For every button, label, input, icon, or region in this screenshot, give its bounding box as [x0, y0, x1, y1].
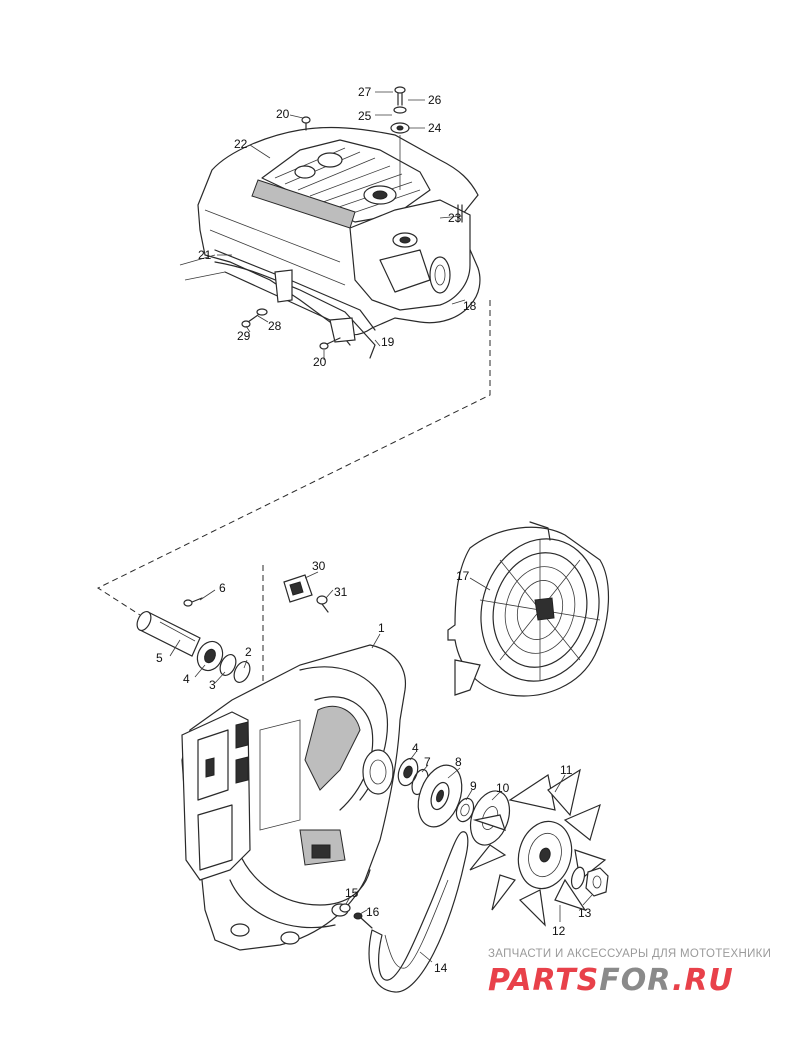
label-4-left: 4	[183, 672, 190, 686]
label-16: 16	[366, 905, 380, 919]
label-12: 12	[552, 924, 566, 938]
label-24: 24	[428, 121, 442, 135]
bolt-16-icon	[353, 912, 373, 929]
shaft-5-icon	[136, 610, 201, 657]
cylinder-head-cover-assembly	[179, 86, 481, 359]
assembly-leader-dashed	[96, 300, 491, 616]
pulley-half-8-icon	[417, 764, 463, 828]
leader-lines	[169, 91, 593, 963]
label-10: 10	[496, 781, 510, 795]
label-14: 14	[434, 961, 448, 975]
clamp-30-icon	[283, 574, 313, 603]
watermark-brand-red: PARTS	[488, 963, 599, 998]
label-19: 19	[381, 335, 395, 349]
watermark-brand: PARTSFOR.RU	[488, 963, 734, 998]
label-22: 22	[234, 137, 248, 151]
label-30: 30	[312, 559, 326, 573]
label-8: 8	[455, 755, 462, 769]
fan-wheel-11	[469, 768, 607, 927]
watermark-brand-gray: FOR	[599, 963, 672, 998]
bolt-28-29-icon	[241, 308, 268, 328]
label-27: 27	[358, 85, 372, 99]
label-26: 26	[428, 93, 442, 107]
seal-3-icon	[219, 654, 237, 676]
label-31: 31	[334, 585, 348, 599]
label-9: 9	[470, 779, 477, 793]
bolt-31-icon	[316, 595, 329, 613]
label-11: 11	[560, 763, 573, 777]
fan-housing-1	[181, 644, 407, 951]
label-1: 1	[378, 621, 385, 635]
label-18: 18	[463, 299, 477, 313]
callout-labels: 20 27 26 25 24 22 23 21 18 28 29 19 20 3…	[156, 85, 592, 975]
watermark-brand-tail: .RU	[672, 963, 734, 998]
nut-13-icon	[585, 867, 609, 897]
fan-cowl-17	[447, 521, 610, 697]
label-15: 15	[345, 886, 359, 900]
bolt-6-icon	[183, 597, 203, 607]
bearing-4-right-icon	[397, 757, 419, 787]
v-belt-14	[368, 831, 469, 993]
screw-20-top-icon	[301, 116, 311, 131]
washer-12-icon	[570, 866, 586, 890]
watermark: ЗАПЧАСТИ И АКСЕССУАРЫ ДЛЯ МОТОТЕХНИКИ PA…	[488, 948, 771, 998]
label-5: 5	[156, 651, 163, 665]
screw-20-bottom-icon	[319, 337, 341, 350]
label-28: 28	[268, 319, 282, 333]
label-7: 7	[424, 755, 431, 769]
label-21: 21	[198, 248, 212, 262]
watermark-subtitle: ЗАПЧАСТИ И АКСЕССУАРЫ ДЛЯ МОТОТЕХНИКИ	[488, 948, 771, 960]
label-2: 2	[245, 645, 252, 659]
bearing-4-left-icon	[196, 640, 224, 672]
label-4-right: 4	[412, 741, 419, 755]
label-23: 23	[448, 211, 462, 225]
label-6: 6	[219, 581, 226, 595]
label-3: 3	[209, 678, 216, 692]
label-17: 17	[456, 569, 470, 583]
label-25: 25	[358, 109, 372, 123]
label-29: 29	[237, 329, 251, 343]
label-20-bottom: 20	[313, 355, 327, 369]
label-20-top: 20	[276, 107, 290, 121]
washer-15-icon	[339, 903, 351, 913]
label-13: 13	[578, 906, 592, 920]
